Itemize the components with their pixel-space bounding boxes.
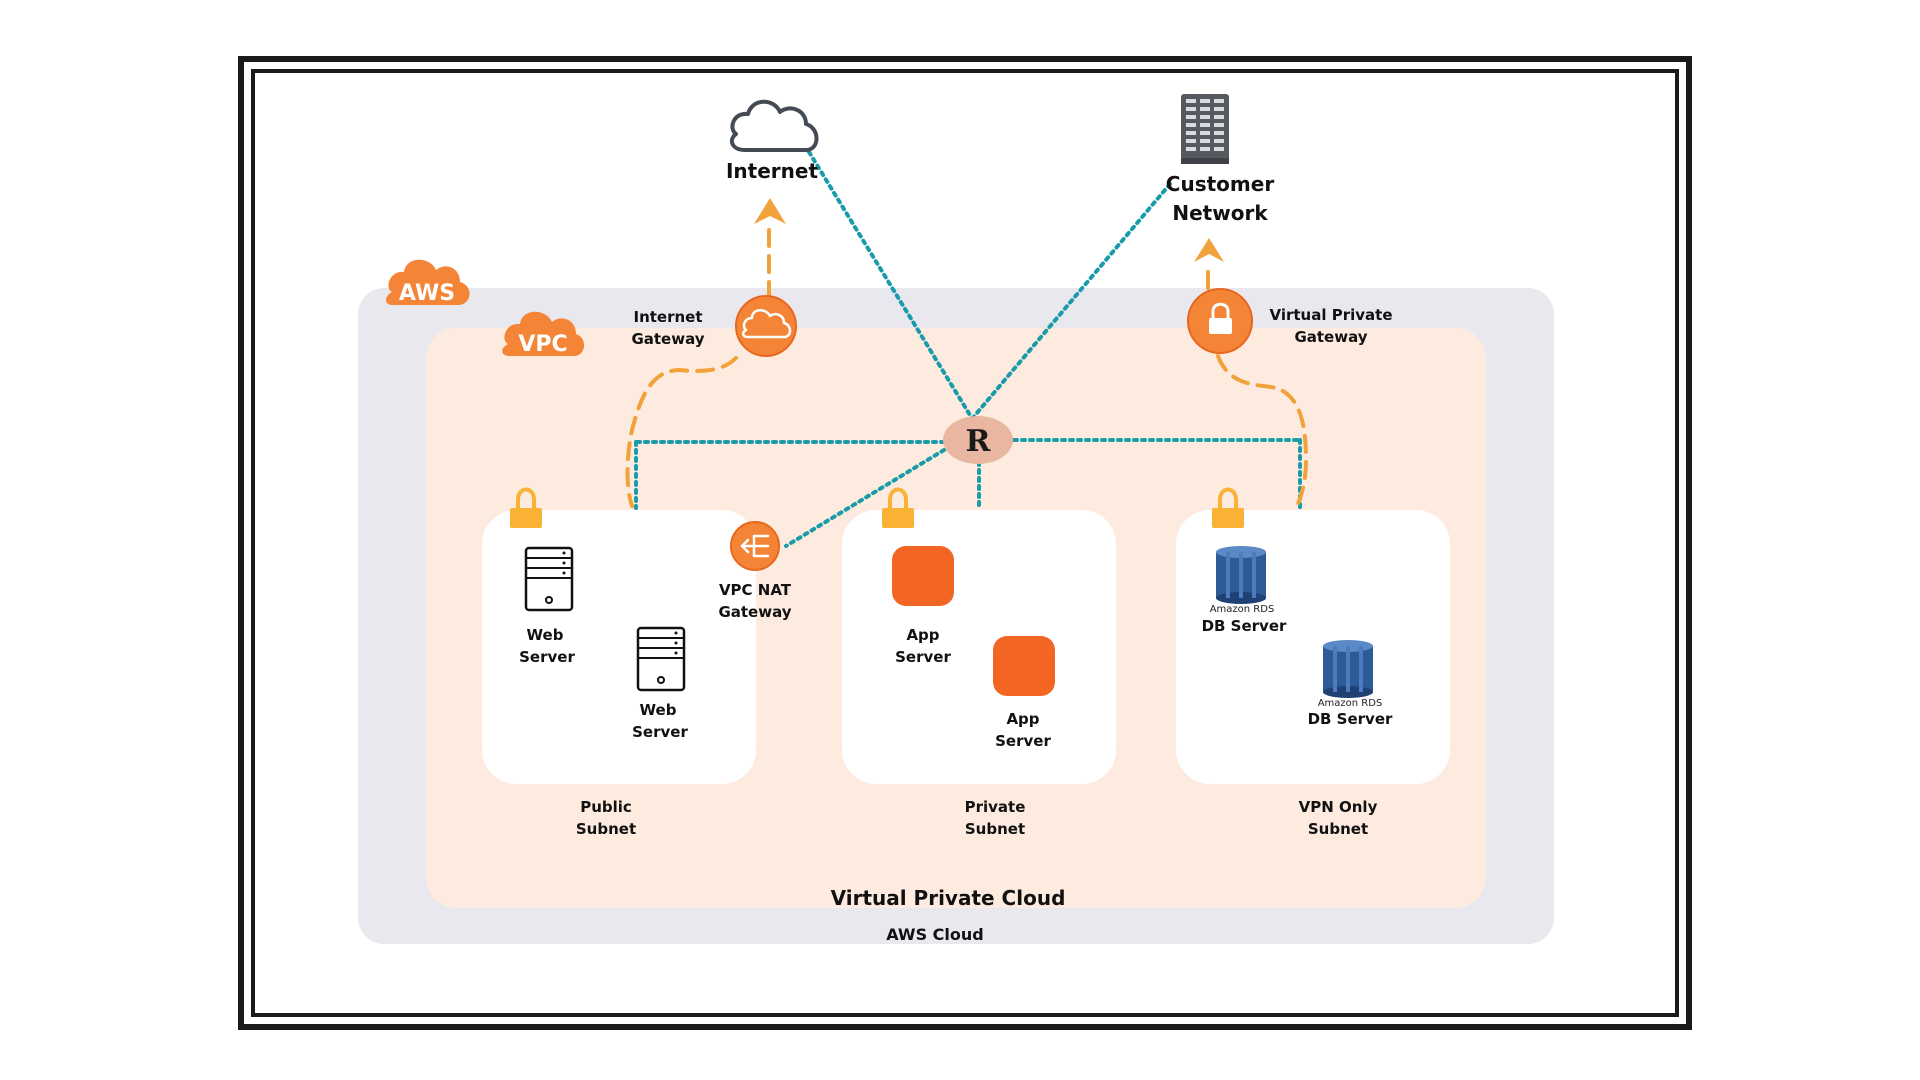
building-window (1186, 99, 1196, 103)
aws-logo-text: AWS (399, 281, 455, 306)
virtual-private-cloud-label: Virtual Private Cloud (831, 886, 1066, 910)
building-window (1214, 147, 1224, 151)
building-window (1200, 123, 1210, 127)
router-label: R (966, 424, 992, 459)
web-server-2-label-line1: Web (640, 701, 677, 719)
db-server-1-label: DB Server (1202, 617, 1287, 635)
dash-vpg-to-vpn (1216, 354, 1309, 510)
customer-building-icon (1181, 94, 1229, 164)
aws-logo-icon: AWS (386, 259, 470, 306)
router-icon: R (943, 416, 1013, 464)
building-window (1214, 123, 1224, 127)
vpg-label-line2: Gateway (1294, 328, 1367, 346)
outer-frame (238, 56, 1692, 1030)
rds-icon-1 (1216, 546, 1266, 604)
building-window (1200, 115, 1210, 119)
web-server-icon-2 (636, 626, 686, 692)
inner-frame (251, 69, 1679, 1017)
nat-gateway-label-line1: VPC NAT (719, 581, 792, 599)
rds-icon-2 (1323, 640, 1373, 698)
internet-label: Internet (726, 159, 818, 183)
internet-cloud-icon (729, 99, 819, 152)
lock-icon-private (882, 487, 914, 528)
app-server-2-label-line1: App (1006, 710, 1039, 728)
building-window (1214, 99, 1224, 103)
internet-gateway-label-line1: Internet (633, 308, 702, 326)
nat-gateway-icon (730, 521, 780, 571)
dashed-paths (625, 224, 1309, 510)
web-server-1-label-line2: Server (519, 648, 575, 666)
nat-gateway-label-line2: Gateway (718, 603, 791, 621)
vpn-subnet-label-line1: VPN Only (1299, 798, 1378, 816)
lock-icon-public (510, 487, 542, 528)
virtual-private-gateway-icon (1187, 288, 1253, 354)
public-subnet-label-line1: Public (580, 798, 632, 816)
lock-icon-vpn (1212, 487, 1244, 528)
private-subnet-box (842, 510, 1116, 784)
app-server-1-label-line1: App (906, 626, 939, 644)
building-window (1214, 131, 1224, 135)
building-window (1214, 115, 1224, 119)
building-window (1186, 139, 1196, 143)
vpg-label-line1: Virtual Private (1270, 306, 1393, 324)
internet-gateway-label-line2: Gateway (631, 330, 704, 348)
building-window (1186, 123, 1196, 127)
app-server-icon-1 (892, 546, 954, 606)
building-window (1186, 131, 1196, 135)
aws-cloud-label: AWS Cloud (886, 925, 983, 944)
app-server-icon-2 (993, 636, 1055, 696)
building-window (1200, 107, 1210, 111)
web-server-icon-1 (524, 546, 574, 612)
building-window (1186, 107, 1196, 111)
db-server-2-label: DB Server (1308, 710, 1393, 728)
building-window (1200, 147, 1210, 151)
rds-caption-1: Amazon RDS (1210, 604, 1275, 615)
building-window (1214, 107, 1224, 111)
line-internet-router (807, 150, 975, 422)
building-window (1200, 131, 1210, 135)
web-server-1-label-line1: Web (527, 626, 564, 644)
app-server-2-label-line2: Server (995, 732, 1051, 750)
arrow-to-customer (1194, 238, 1224, 262)
public-subnet-label-line2: Subnet (576, 820, 636, 838)
line-customer-router (969, 182, 1172, 422)
building-window (1200, 139, 1210, 143)
dotted-connections (634, 150, 1302, 548)
web-server-2-label-line2: Server (632, 723, 688, 741)
public-subnet-box (482, 510, 756, 784)
customer-network-label-line2: Network (1172, 201, 1268, 225)
private-subnet-label-line1: Private (965, 798, 1026, 816)
app-server-1-label-line2: Server (895, 648, 951, 666)
building-window (1200, 99, 1210, 103)
arrow-to-internet (754, 198, 786, 224)
building-window (1186, 147, 1196, 151)
internet-gateway-icon (735, 295, 797, 357)
private-subnet-label-line2: Subnet (965, 820, 1025, 838)
building-window (1214, 139, 1224, 143)
customer-network-label-line1: Customer (1166, 172, 1275, 196)
dash-igw-to-public (625, 356, 738, 508)
vpn-subnet-label-line2: Subnet (1308, 820, 1368, 838)
vpc-logo-text: VPC (518, 332, 567, 357)
vpc-logo-icon: VPC (502, 311, 585, 357)
rds-caption-2: Amazon RDS (1318, 698, 1383, 709)
building-window (1186, 115, 1196, 119)
line-router-nat (784, 448, 946, 548)
